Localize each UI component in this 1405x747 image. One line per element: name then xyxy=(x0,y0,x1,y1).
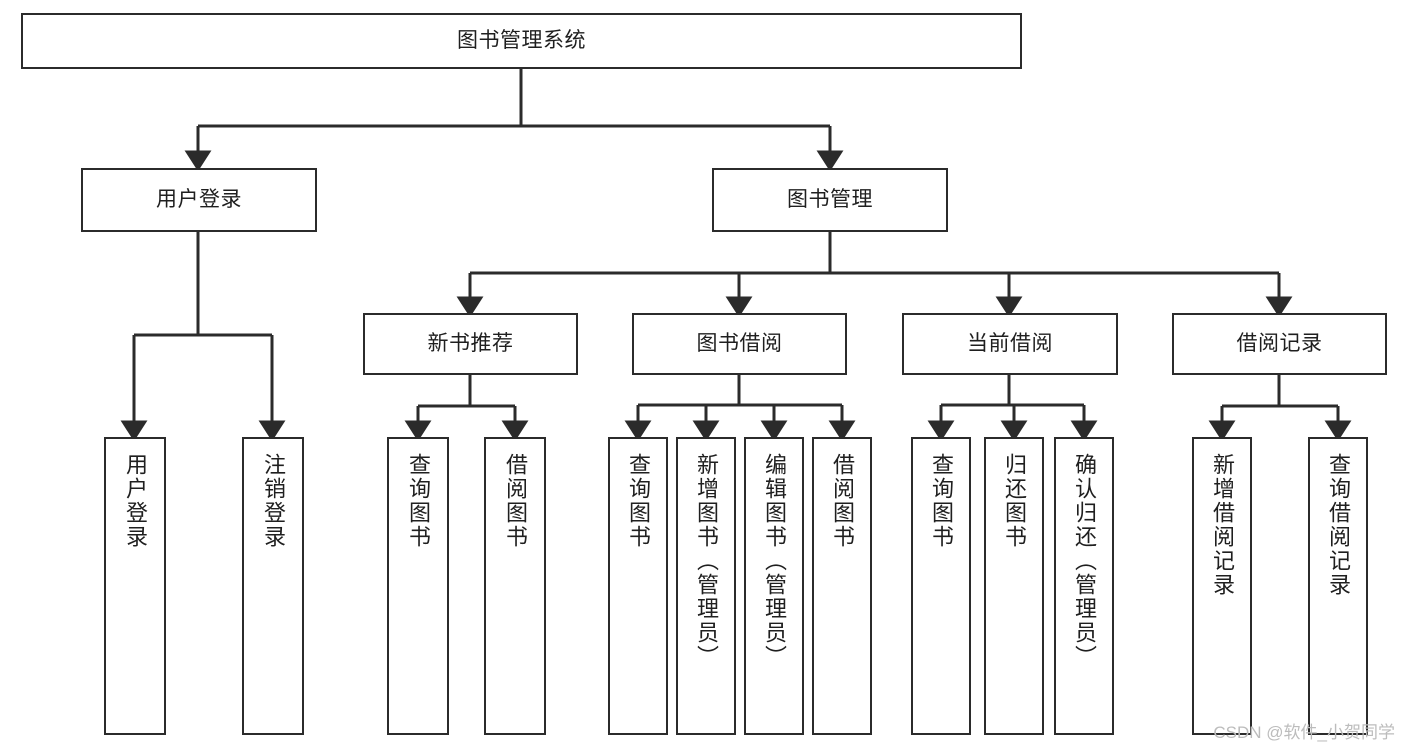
node-book-borrow[interactable]: 图书借阅 xyxy=(632,313,847,375)
node-leaf-borrow-book-bor[interactable]: 借阅图书 xyxy=(812,437,872,735)
node-leaf-user-login[interactable]: 用户登录 xyxy=(104,437,166,735)
node-leaf-query-book-cur-label: 查询图书 xyxy=(928,453,954,549)
node-leaf-logout-label: 注销登录 xyxy=(260,453,286,549)
node-leaf-return-book[interactable]: 归还图书 xyxy=(984,437,1044,735)
node-book-manage-label: 图书管理 xyxy=(787,188,873,212)
node-leaf-edit-book-label: 编辑图书（管理员） xyxy=(761,453,787,669)
node-current-borrow[interactable]: 当前借阅 xyxy=(902,313,1118,375)
node-leaf-query-record[interactable]: 查询借阅记录 xyxy=(1308,437,1368,735)
node-book-manage[interactable]: 图书管理 xyxy=(712,168,948,232)
node-root-label: 图书管理系统 xyxy=(457,29,586,53)
node-borrow-record[interactable]: 借阅记录 xyxy=(1172,313,1387,375)
node-leaf-borrow-book-rec[interactable]: 借阅图书 xyxy=(484,437,546,735)
node-leaf-borrow-book-bor-label: 借阅图书 xyxy=(829,453,855,549)
node-borrow-record-label: 借阅记录 xyxy=(1236,332,1323,356)
node-leaf-logout[interactable]: 注销登录 xyxy=(242,437,304,735)
node-current-borrow-label: 当前借阅 xyxy=(967,332,1053,356)
node-leaf-query-book-rec[interactable]: 查询图书 xyxy=(387,437,449,735)
node-leaf-query-record-label: 查询借阅记录 xyxy=(1325,453,1351,597)
node-leaf-user-login-label: 用户登录 xyxy=(122,453,148,549)
node-leaf-add-book[interactable]: 新增图书（管理员） xyxy=(676,437,736,735)
node-root[interactable]: 图书管理系统 xyxy=(21,13,1022,69)
node-user-login[interactable]: 用户登录 xyxy=(81,168,317,232)
node-leaf-query-book-cur[interactable]: 查询图书 xyxy=(911,437,971,735)
node-new-book-recommend[interactable]: 新书推荐 xyxy=(363,313,578,375)
node-leaf-add-record[interactable]: 新增借阅记录 xyxy=(1192,437,1252,735)
node-leaf-query-book-bor[interactable]: 查询图书 xyxy=(608,437,668,735)
node-leaf-query-book-bor-label: 查询图书 xyxy=(625,453,651,549)
node-leaf-borrow-book-rec-label: 借阅图书 xyxy=(502,453,528,549)
node-leaf-query-book-rec-label: 查询图书 xyxy=(405,453,431,549)
node-new-book-recommend-label: 新书推荐 xyxy=(427,332,514,356)
node-leaf-confirm-return-label: 确认归还（管理员） xyxy=(1071,453,1097,669)
node-leaf-add-record-label: 新增借阅记录 xyxy=(1209,453,1235,597)
node-book-borrow-label: 图书借阅 xyxy=(696,332,783,356)
node-leaf-return-book-label: 归还图书 xyxy=(1001,453,1027,549)
node-leaf-confirm-return[interactable]: 确认归还（管理员） xyxy=(1054,437,1114,735)
node-user-login-label: 用户登录 xyxy=(156,188,242,212)
node-leaf-add-book-label: 新增图书（管理员） xyxy=(693,453,719,669)
node-leaf-edit-book[interactable]: 编辑图书（管理员） xyxy=(744,437,804,735)
